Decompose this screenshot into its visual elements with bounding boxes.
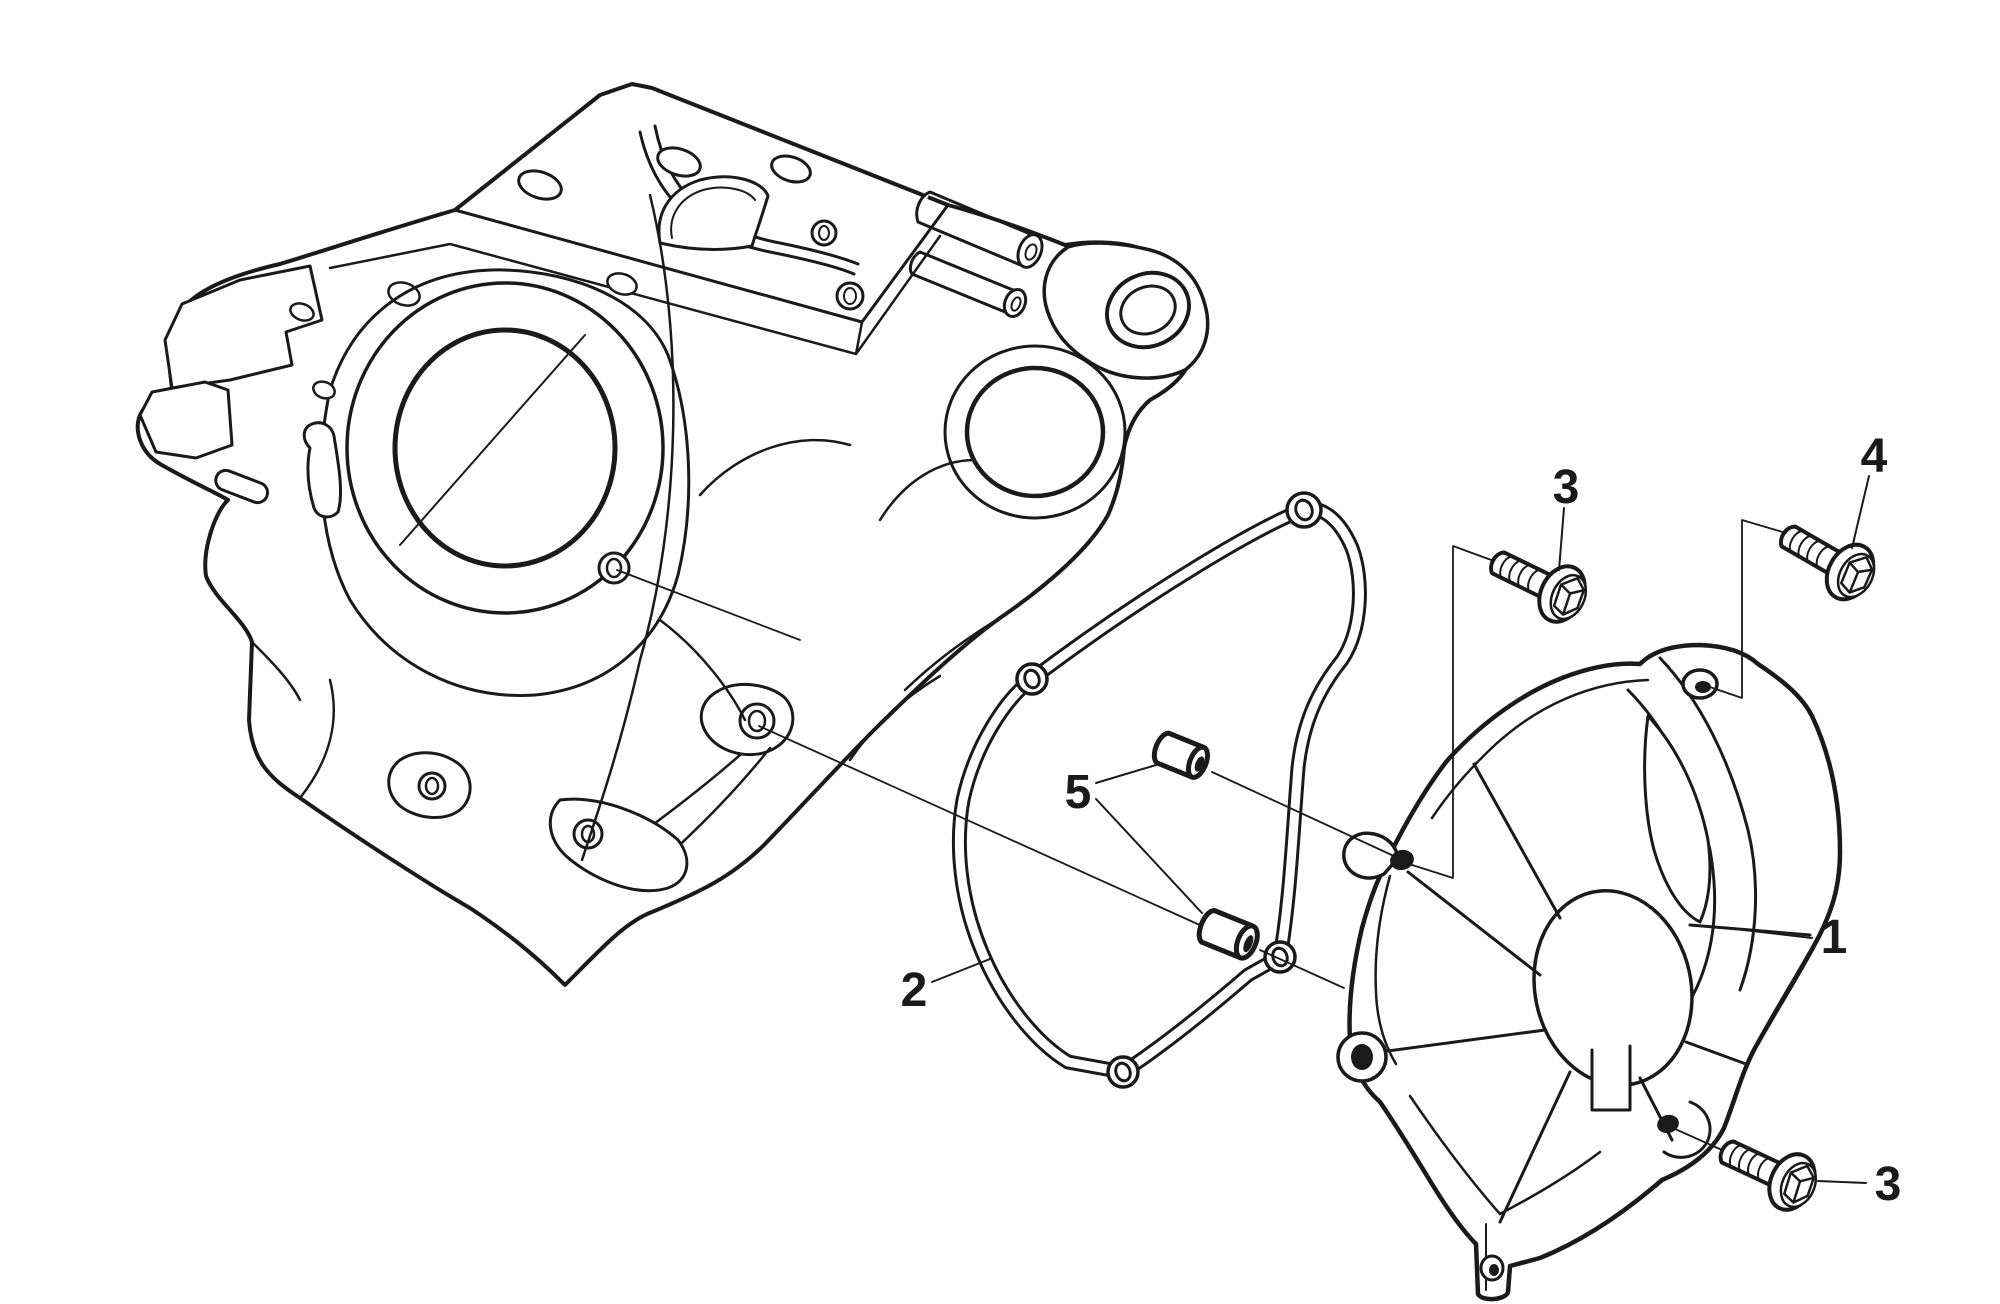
left-block-lower [138,380,234,460]
face-hole [312,380,336,400]
witness-line-dowel-upper [616,569,1397,858]
cover-inner-rim [1374,678,1818,1216]
cylinder-deck-band [328,234,942,356]
face-hole [289,302,315,322]
crank-bore [392,327,618,569]
cover-lower-left-boss [1336,1031,1388,1083]
callout-2: 2 [901,964,928,1017]
witness-line-bolt3-upper [1408,545,1495,879]
chain-tunnel-slot [657,175,770,252]
deck-stud-hole [517,169,563,201]
generator-cover-drawing [1336,642,1843,1302]
cover-bottom-tab [1479,1223,1505,1291]
callouts: 1 2 3 4 3 5 [901,430,1902,1211]
deck-stud-hole [770,154,812,184]
chain-tunnel-inner [670,186,756,239]
callout-4: 4 [1861,430,1888,483]
water-neck-port-bore [1119,284,1177,336]
gasket-dowel-eyelet [1263,940,1297,974]
cover-wall-window [1643,714,1712,924]
leader-line-1 [1743,929,1813,939]
teardrop-slot [302,421,343,519]
witness-line-dowel-lower [758,725,1345,989]
pipe-fitting-lower [908,250,1028,319]
left-block-upper [163,264,324,390]
pipe-fitting-upper [915,190,1044,269]
callout-1: 1 [1821,911,1848,964]
cover-center-boss [1532,889,1694,1087]
cover-gasket-drawing [951,491,1367,1089]
mating-face-eyelet-upper [597,551,631,585]
deck-stud-hole [656,146,702,178]
leader-line-4 [1851,475,1870,549]
flange-bolt-lower-3 [1718,1139,1818,1212]
leader-line-2 [931,958,991,983]
cover-ribs [1378,762,1812,1224]
callout-3-lower: 3 [1875,1158,1902,1211]
callout-5: 5 [1065,766,1092,819]
flange-bolt-4 [1778,524,1876,602]
casting-webs [250,193,1002,862]
cover-boss-notch [1590,1044,1632,1112]
leader-line-3-upper [1558,507,1565,571]
witness-line-bolt4 [1703,519,1787,699]
cover-top-mount-hole [1681,668,1719,700]
mating-face-lug [623,683,795,858]
crank-bore-highlight [399,334,586,546]
side-opening-bore [964,365,1106,499]
dowel-pin-upper [1151,730,1211,780]
dowel-pin-lower [1196,907,1260,961]
gasket-bolt-eyelet [1015,662,1049,696]
face-eyelet [810,219,865,311]
locating-pin [214,468,270,505]
witness-line-bolt3-lower [1663,1123,1723,1151]
crankcase-drawing [135,82,1210,987]
deck-stud-hole [606,272,638,296]
assembly-witness-lines [616,519,1787,1151]
callout-3-upper: 3 [1553,461,1580,514]
leader-line-3-lower [1817,1180,1867,1184]
leader-line-5 [1095,764,1203,914]
bottom-flange [387,751,689,893]
flange-bolt-upper-3 [1489,550,1588,624]
gasket-bolt-eyelet [1106,1055,1140,1089]
gasket-bolt-eyelet [1285,491,1323,529]
